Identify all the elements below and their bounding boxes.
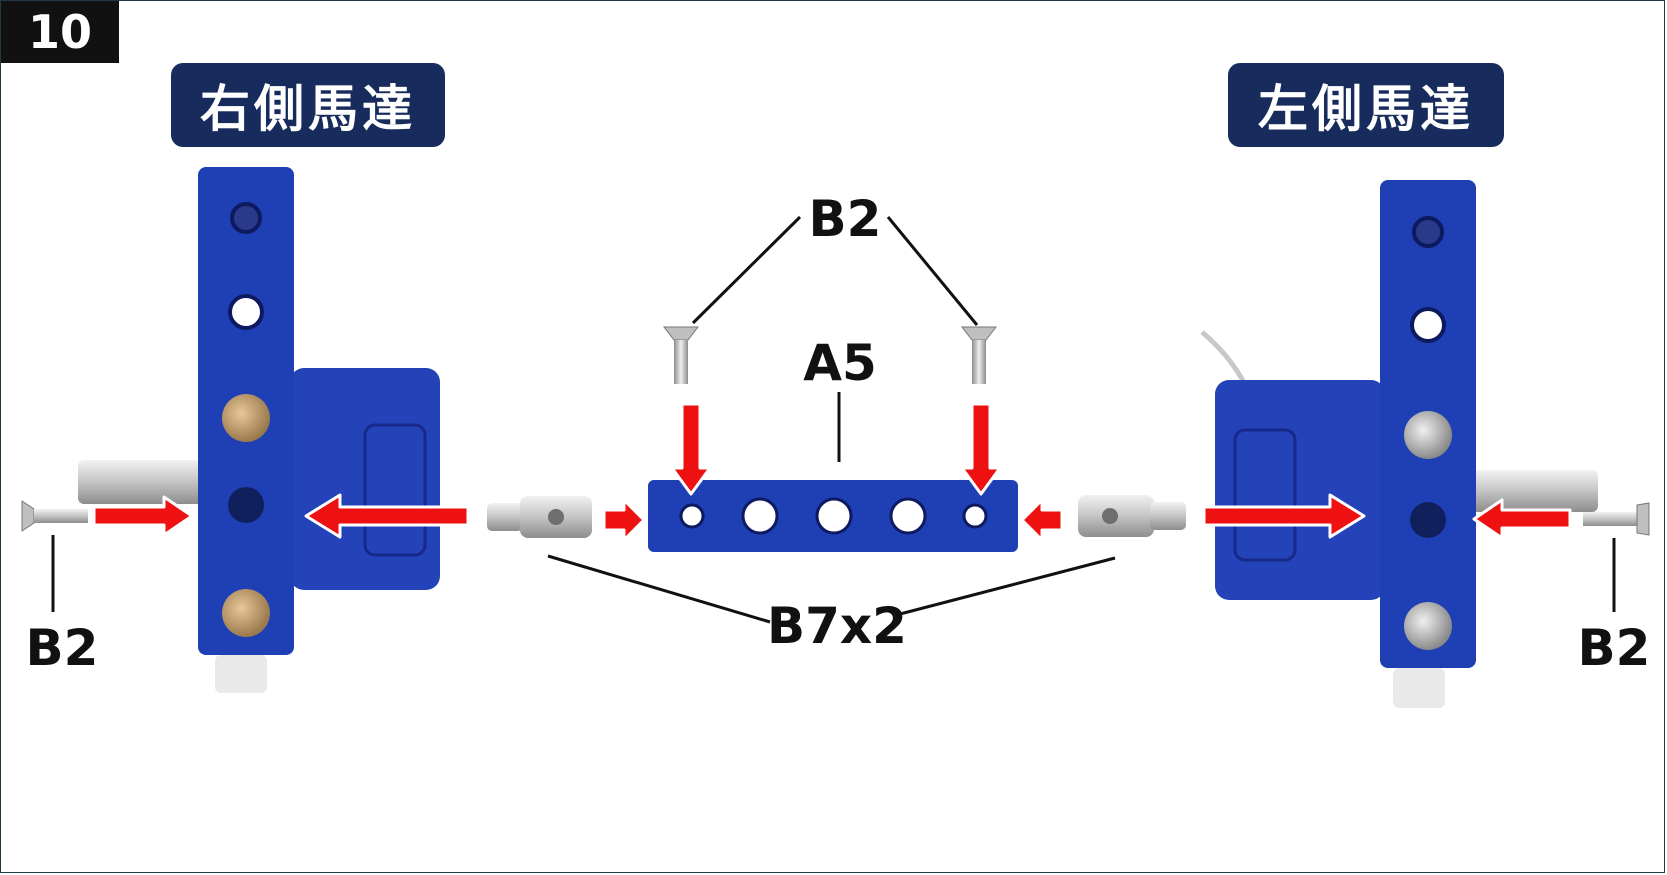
brass-screw-head [222, 589, 270, 637]
left-motor-assembly [1200, 180, 1598, 708]
mount-hole [230, 202, 262, 234]
silver-screw-head [1404, 602, 1452, 650]
mount-slot [1410, 502, 1446, 538]
motor-body-inset [363, 423, 427, 557]
brass-screw-head [222, 394, 270, 442]
mount-hole [1412, 216, 1444, 248]
motor-shaft [78, 460, 208, 504]
motor-pin [215, 655, 267, 693]
mount-hole [228, 294, 264, 330]
bar-hole [889, 497, 927, 535]
b2-screw-top-left [662, 326, 700, 384]
label-b2-right: B2 [1578, 619, 1651, 677]
label-b2-top: B2 [809, 190, 882, 248]
bar-hole [815, 497, 853, 535]
right-motor-assembly [78, 167, 440, 693]
leader-line [886, 216, 979, 326]
leader-line [547, 554, 771, 624]
motor-shaft [1470, 470, 1598, 512]
b7-shaft [1078, 495, 1186, 537]
arrow-shaft-to-bar-right [1020, 498, 1064, 542]
step-number: 10 [1, 1, 119, 63]
label-b7x2: B7x2 [767, 597, 907, 655]
leader-line [899, 556, 1116, 616]
arrow-left-screw [1472, 498, 1572, 540]
bar-hole [962, 503, 988, 529]
arrow-down-right [960, 402, 1002, 496]
b2-screw-top-right [960, 326, 998, 384]
leader-line [691, 215, 802, 325]
mount-hole [1410, 307, 1446, 343]
left-motor-title: 左側馬達 [1228, 63, 1504, 147]
mount-slot [228, 487, 264, 523]
silver-screw-head [1404, 411, 1452, 459]
arrow-right-shaft [1202, 493, 1366, 539]
bar-hole [741, 497, 779, 535]
label-a5: A5 [803, 334, 877, 392]
arrow-left-shaft [304, 493, 470, 539]
a5-bar [648, 480, 1018, 552]
motor-pin [1393, 668, 1445, 708]
arrow-right-screw [92, 495, 194, 537]
label-b2-left: B2 [26, 619, 99, 677]
motor-body [1215, 380, 1385, 600]
b2-screw-right [1583, 502, 1650, 536]
arrow-down-left [670, 402, 712, 496]
arrow-shaft-to-bar-left [602, 498, 646, 542]
bar-hole [679, 503, 705, 529]
b7-shaft [487, 496, 592, 538]
right-motor-title: 右側馬達 [171, 63, 445, 147]
b2-screw-left [21, 500, 88, 532]
motor-body-inset [1233, 428, 1297, 562]
